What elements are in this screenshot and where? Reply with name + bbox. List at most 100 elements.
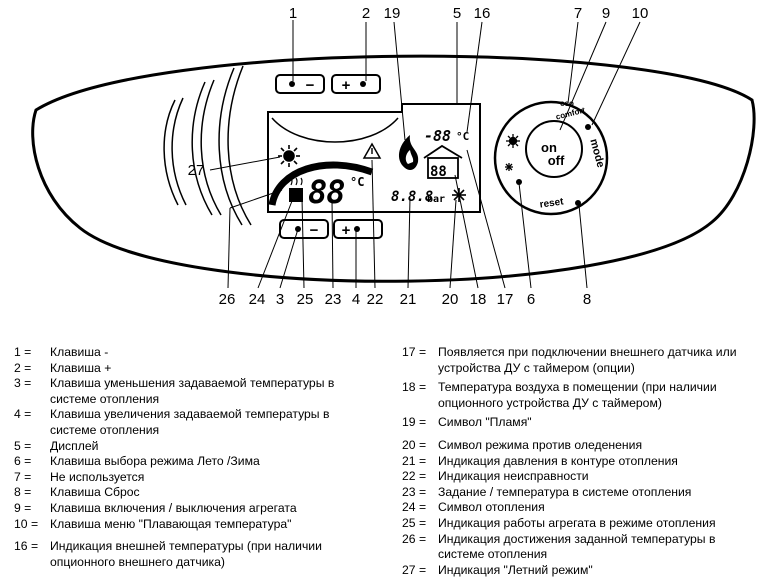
legend-item: 10 = Клавиша меню "Плавающая температура" [14,517,364,533]
callout-7: 7 [574,5,582,22]
callout-numbers: 1 2 19 5 16 7 9 10 27 26 24 3 25 23 4 22… [188,5,649,308]
heating-symbol-icon [289,177,303,202]
callout-10: 10 [632,5,649,22]
callout-3: 3 [276,291,284,308]
reset-dot[interactable] [575,200,581,206]
legend-item-number: 7 = [14,469,32,484]
callout-4: 4 [352,291,360,308]
legend-item-number: 27 = [402,562,427,577]
legend-item-text: Символ "Пламя" [438,415,532,430]
button-minus-top[interactable] [275,74,325,94]
button-minus-top-dot [289,81,295,87]
heating-temperature-digits: 88 [308,173,345,211]
pressure-unit: bar [427,194,445,205]
legend-right: 17 = Появляется при подключении внешнего … [402,345,747,578]
legend-item: 26 =Индикация достижения заданной темпер… [402,532,747,563]
legend-item-number: 21 = [402,453,427,468]
room-temperature-digits: 88 [430,164,447,180]
legend-left: 1 =Клавиша -2 =Клавиша +3 =Клавиша умень… [14,345,364,570]
legend-item: 7 = Не используется [14,470,364,486]
legend-item: 27 = Индикация "Летний режим" [402,563,747,578]
onoff-button-off-label: off [548,153,565,168]
legend-item-number: 18 = [402,380,427,395]
legend-item-number: 10 = [14,516,39,531]
legend-item: 5 = Дисплей [14,439,364,455]
callout-8: 8 [583,291,591,308]
external-temperature-digits: -88 [424,127,451,145]
legend-item: 8 =Клавиша Сброс [14,485,364,501]
legend-item-text: Не используется [50,469,145,484]
eco-comfort-label-eco: eco [560,99,574,108]
heating-gauge-arc [268,161,374,206]
legend-item-number: 16 = [14,539,39,554]
legend-item-number: 4 = [14,407,32,422]
legend-item-text: Клавиша меню "Плавающая температура" [50,516,292,531]
button-heating-plus-dot [354,226,360,232]
callout-leader-lines [209,20,641,289]
legend-item-text: Дисплей [50,438,99,453]
button-plus-top-label: + [342,77,351,94]
legend-item: 6 =Клавиша выбора режима Лето /Зима [14,454,364,470]
legend-item: 18 =Температура воздуха в помещении (при… [402,380,747,411]
legend-item-number: 5 = [14,438,32,453]
legend-item-number: 2 = [14,360,32,375]
legend-item: 1 = Клавиша - [14,345,364,361]
callout-19: 19 [384,5,401,22]
callout-2: 2 [362,5,370,22]
legend-item-number: 25 = [402,515,427,530]
summer-mode-icon [278,145,300,167]
callout-5: 5 [453,5,461,22]
legend-item-number: 17 = [402,345,427,359]
external-temperature-unit: °C [456,130,469,143]
legend-item-number: 3 = [14,376,32,391]
legend-item-text: Индикация давления в контуре отопления [438,453,678,468]
legend-item-number: 8 = [14,485,32,500]
legend-item-text: Символ режима против оледенения [438,437,643,452]
legend-item-text: Символ отопления [438,500,545,515]
legend-item-text: Клавиша + [50,360,112,375]
flame-icon [398,135,419,170]
grille-arcs [163,65,252,226]
display-divider [271,117,399,143]
legend-item: 23 =Задание / температура в системе отоп… [402,485,747,501]
callout-1: 1 [289,5,297,22]
mode-dot[interactable] [585,124,591,130]
control-panel-diagram: − + − + 88 °C -88 °C 88 [31,5,756,308]
button-heating-minus[interactable] [279,219,329,239]
legend-item-number: 1 = [14,345,32,359]
mode-select-dot[interactable] [516,179,522,185]
callout-21: 21 [400,291,417,308]
callout-26: 26 [219,291,236,308]
legend-item: 24 = Символ отопления [402,500,747,516]
legend-item-number: 9 = [14,500,32,515]
fault-indicator-icon [362,142,382,159]
button-plus-top-dot [360,81,366,87]
legend-item-text: Индикация неисправности [438,469,589,484]
button-minus-top-label: − [306,77,315,94]
legend-item-text: Индикация работы агрегата в режиме отопл… [438,515,716,530]
legend-item-text: Индикация "Летний режим" [438,562,593,577]
legend-item: 20 = Символ режима против оледенения [402,438,747,454]
onoff-button[interactable] [525,120,583,178]
callout-23: 23 [325,291,342,308]
callout-9: 9 [602,5,610,22]
legend-item-text: Клавиша - [50,345,109,359]
reset-button-label: reset [539,196,565,210]
legend-item: 9 =Клавиша включения / выключения агрега… [14,501,364,517]
room-temperature-icon [423,144,463,179]
legend-item-number: 20 = [402,437,427,452]
callout-20: 20 [442,291,459,308]
callout-18: 18 [470,291,487,308]
callout-27: 27 [188,162,205,179]
callout-17: 17 [497,291,514,308]
callout-22: 22 [367,291,384,308]
legend-item-number: 6 = [14,454,32,469]
legend-item: 21 = Индикация давления в контуре отоплен… [402,454,747,470]
onoff-button-on-label: on [541,140,557,155]
legend-item-number: 23 = [402,484,427,499]
button-plus-top[interactable] [331,74,381,94]
legend-item-text: Появляется при подключении внешнего датч… [438,345,737,375]
legend-item-number: 24 = [402,500,427,515]
legend-item: 16 =Индикация внешней температуры (при н… [14,539,364,570]
pressure-digits: 8.8.8 [391,189,433,205]
